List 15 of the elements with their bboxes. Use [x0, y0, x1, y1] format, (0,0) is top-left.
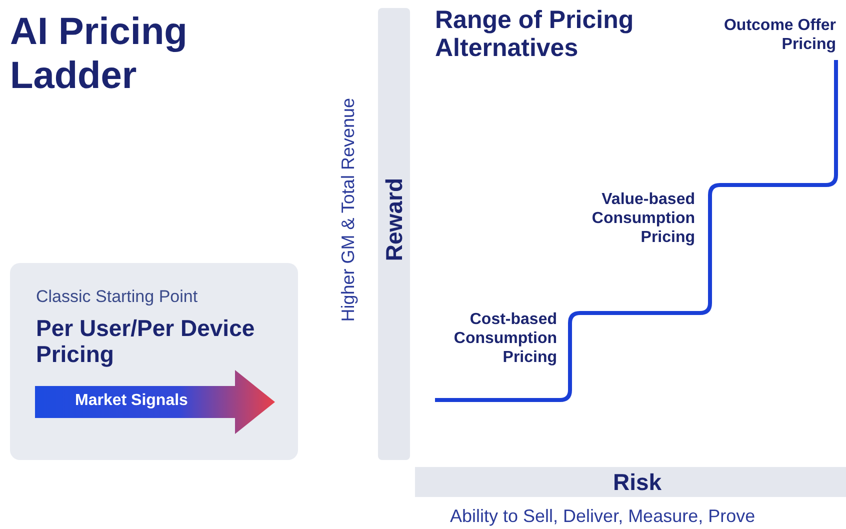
step-label: Outcome Offer Pricing: [722, 16, 836, 54]
card-subtitle: Classic Starting Point: [36, 287, 198, 307]
diagram-title: AI Pricing Ladder: [10, 10, 188, 98]
axis-description: Higher GM & Total Revenue: [338, 98, 359, 322]
axis-label: Reward: [381, 178, 408, 262]
chart-heading: Range of Pricing Alternatives: [435, 6, 635, 62]
axis-label: Risk: [613, 469, 662, 496]
step-label: Value-based Consumption Pricing: [590, 190, 695, 247]
axis-bar: [378, 8, 410, 460]
card-heading: Per User/Per Device Pricing: [36, 315, 256, 367]
axis-description: Ability to Sell, Deliver, Measure, Prove: [450, 506, 756, 527]
arrow-label: Market Signals: [75, 392, 188, 410]
step-label: Cost-based Consumption Pricing: [452, 310, 557, 367]
info-card: [10, 263, 298, 460]
axis-bar: [415, 467, 846, 497]
